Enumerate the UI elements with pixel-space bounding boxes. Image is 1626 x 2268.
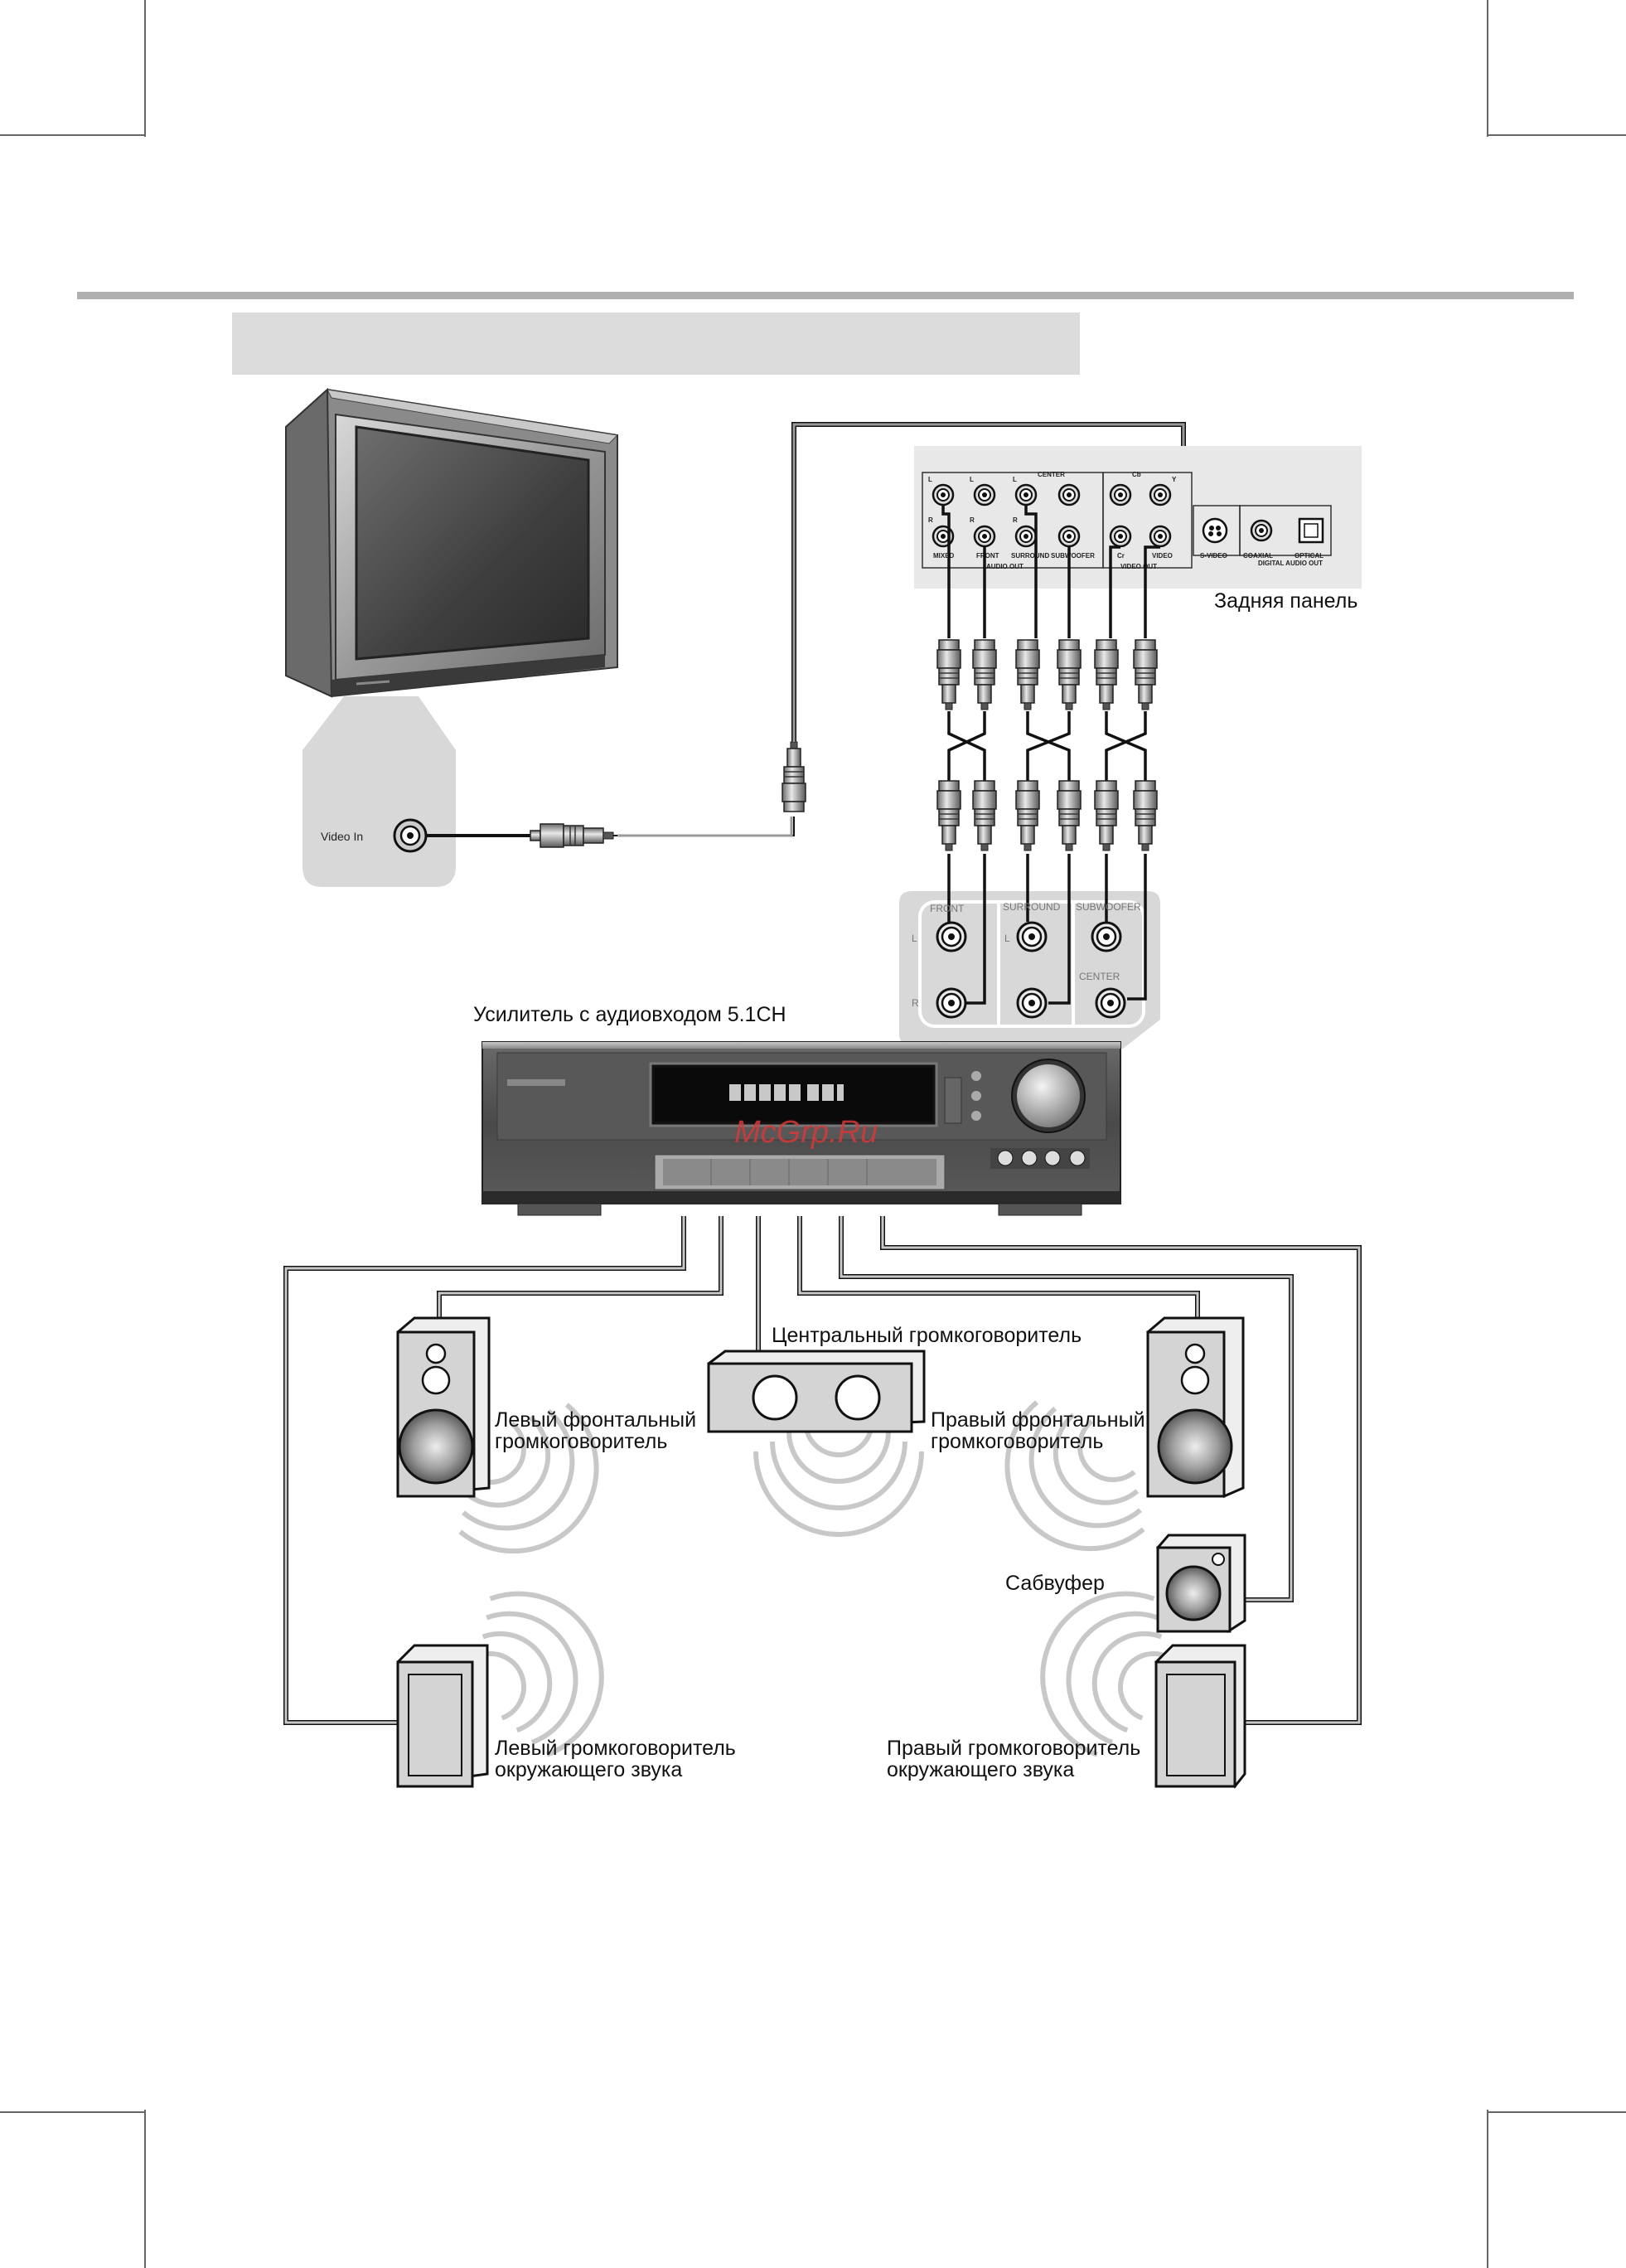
rear-jack-y[interactable]	[1149, 483, 1172, 506]
amp-display-digits	[729, 1084, 844, 1101]
amp-jack-surround-l[interactable]	[1016, 921, 1048, 952]
right-surround-label-line1: Правый громкоговоритель	[887, 1737, 1141, 1760]
left-front-label-line2: громкоговоритель	[495, 1430, 668, 1453]
right-front-label-line2: громкоговоритель	[931, 1430, 1104, 1453]
rear-label-y: Y	[1172, 476, 1177, 483]
rear-panel-label: Задняя панель	[1214, 589, 1358, 613]
right-surround-label-line2: окружающего звука	[887, 1758, 1075, 1781]
volume-knob[interactable]	[1011, 1059, 1086, 1133]
subwoofer-label: Сабвуфер	[1005, 1572, 1105, 1595]
amp-label-r-front: R	[912, 997, 919, 1009]
right-surround-speaker	[1154, 1644, 1246, 1789]
amplifier-icon	[482, 1041, 1121, 1216]
svg-text:L: L	[1013, 476, 1017, 483]
rear-jack-subwoofer[interactable]	[1057, 525, 1081, 548]
amp-input-wires	[947, 854, 1147, 1005]
left-front-label-line1: Левый фронтальный	[495, 1408, 697, 1432]
rear-panel: L L L CENTER Cb Y R R R MIXED FRONT SURR…	[914, 446, 1362, 589]
rear-label-cr: Cr	[1117, 552, 1125, 560]
rear-jack-coaxial[interactable]	[1250, 519, 1273, 542]
amplifier-label: Усилитель с аудиовходом 5.1CH	[473, 1003, 786, 1026]
center-speaker	[707, 1350, 926, 1433]
section-header-bar	[232, 313, 1080, 375]
rear-jack-cb[interactable]	[1109, 483, 1132, 506]
amp-label-subwoofer: SUBWOOFER	[1076, 901, 1141, 913]
rear-label-video-out: VIDEO OUT	[1120, 563, 1157, 570]
rear-jack-surround-l[interactable]	[1014, 483, 1038, 506]
right-front-speaker	[1146, 1316, 1245, 1498]
amp-jack-front-r[interactable]	[936, 987, 967, 1019]
rear-label-mixed: MIXED	[933, 552, 955, 560]
subwoofer-speaker	[1156, 1534, 1246, 1633]
rear-jack-front-l[interactable]	[973, 483, 996, 506]
rear-jack-video[interactable]	[1149, 525, 1172, 548]
right-front-label-line1: Правый фронтальный	[931, 1408, 1145, 1432]
amp-label-front: FRONT	[930, 903, 965, 914]
watermark: McGrp.Ru	[734, 1115, 878, 1150]
rear-jack-center[interactable]	[1057, 483, 1081, 506]
rear-label-subwoofer: SUBWOOFER	[1051, 552, 1095, 560]
amp-label-l-front: L	[912, 933, 917, 944]
svg-text:R: R	[928, 516, 933, 524]
rear-label-coaxial: COAXIAL	[1243, 552, 1273, 560]
rear-jack-cr[interactable]	[1109, 525, 1132, 548]
rear-jack-front-r[interactable]	[973, 525, 996, 548]
svg-text:R: R	[970, 516, 975, 524]
amp-jack-front-l[interactable]	[936, 921, 967, 952]
rear-label-surround: SURROUND	[1011, 552, 1049, 560]
rear-label-front: FRONT	[976, 552, 999, 560]
left-surround-label-line1: Левый громкоговоритель	[495, 1737, 736, 1760]
left-surround-speaker	[396, 1644, 489, 1788]
video-in-label: Video In	[321, 830, 364, 843]
amp-input-callout	[899, 891, 1160, 1049]
amp-label-center: CENTER	[1079, 971, 1120, 982]
rear-label-optical: OPTICAL	[1295, 552, 1324, 560]
tv-input-callout	[302, 696, 456, 887]
speaker-wires	[283, 1216, 1362, 1725]
rear-jack-optical[interactable]	[1298, 517, 1324, 544]
left-front-speaker	[396, 1316, 491, 1498]
left-surround-label-line2: окружающего звука	[495, 1758, 683, 1781]
amp-label-surround: SURROUND	[1003, 901, 1061, 913]
svg-text:L: L	[970, 476, 974, 483]
center-speaker-label: Центральный громкоговоритель	[772, 1324, 1082, 1347]
rear-label-s-video: S-VIDEO	[1200, 552, 1227, 560]
rear-jack-s-video[interactable]	[1202, 517, 1228, 544]
rear-label-cb: Cb	[1132, 471, 1141, 478]
audio-cables	[941, 506, 1160, 783]
video-plug-horizontal	[530, 823, 614, 848]
rear-label-video: VIDEO	[1152, 552, 1173, 560]
rear-label-center: CENTER	[1038, 471, 1065, 478]
rear-label-digital-audio-out: DIGITAL AUDIO OUT	[1258, 560, 1323, 567]
rear-jack-l-mixed-top[interactable]	[932, 483, 955, 506]
amp-jack-center[interactable]	[1095, 987, 1126, 1019]
tv-icon	[285, 387, 619, 698]
top-rule	[77, 292, 1574, 299]
rear-jack-surround-r[interactable]	[1014, 525, 1038, 548]
amp-label-l-surround: L	[1004, 933, 1010, 944]
svg-text:R: R	[1013, 516, 1018, 524]
rear-label-audio-out: AUDIO OUT	[986, 563, 1024, 570]
tv-video-in-jack[interactable]	[393, 818, 428, 853]
upper-rca-plugs	[936, 639, 1158, 710]
lower-rca-plugs	[936, 780, 1158, 851]
svg-text:L: L	[928, 476, 932, 483]
amp-jack-surround-r[interactable]	[1016, 987, 1048, 1019]
amp-jack-subwoofer[interactable]	[1091, 921, 1122, 952]
